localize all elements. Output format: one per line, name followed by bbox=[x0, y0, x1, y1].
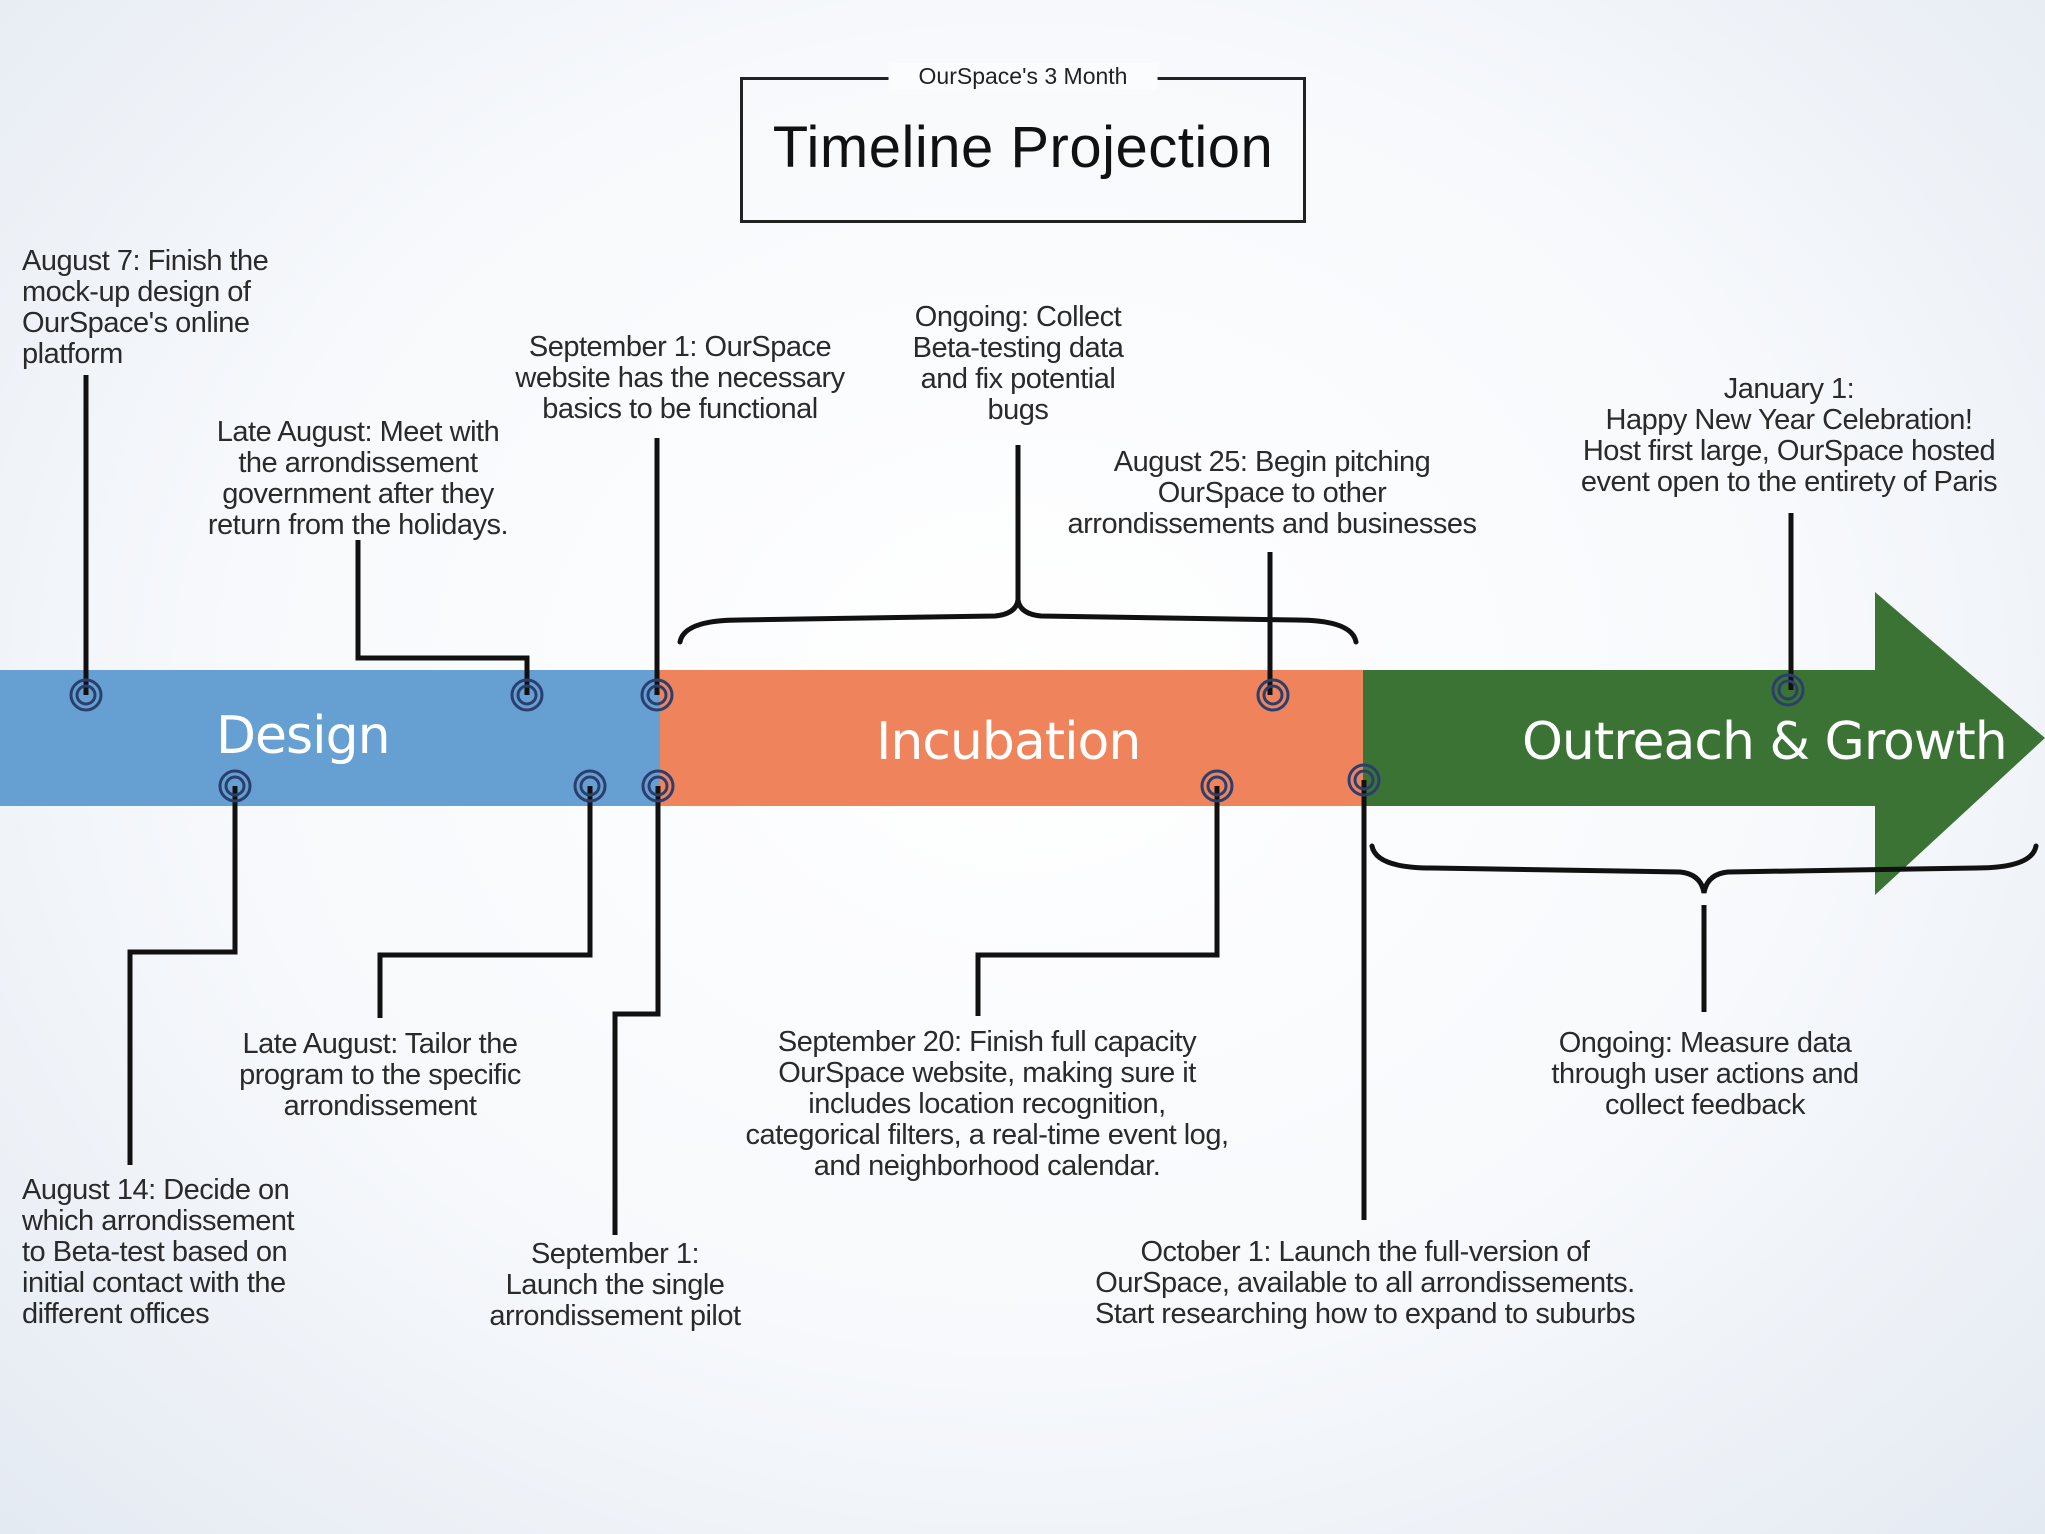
milestone-marker-sep20 bbox=[1200, 769, 1234, 803]
milestone-marker-oct1 bbox=[1347, 763, 1381, 797]
milestone-marker-jan1 bbox=[1771, 673, 1805, 707]
connector-late-aug-meet bbox=[355, 540, 530, 695]
connector-late-aug-tailor bbox=[377, 786, 593, 1018]
outreach-phase-arrow bbox=[1363, 592, 2045, 895]
incubation-brace bbox=[677, 599, 1359, 645]
milestone-marker-sep1-pilot bbox=[641, 769, 675, 803]
milestone-marker-late-aug-meet bbox=[510, 678, 544, 712]
milestone-marker-aug25 bbox=[1256, 678, 1290, 712]
milestone-marker-late-aug-tailor bbox=[573, 769, 607, 803]
milestone-jan1: January 1:Happy New Year Celebration!Hos… bbox=[1580, 373, 1998, 498]
design-phase-bar bbox=[0, 670, 660, 806]
title-box: OurSpace's 3 Month Timeline Projection bbox=[740, 63, 1306, 223]
connector-aug14 bbox=[127, 786, 238, 1165]
incubation-phase-bar bbox=[660, 670, 1363, 806]
milestone-marker-sep1-functional bbox=[640, 678, 674, 712]
milestone-marker-aug14 bbox=[218, 769, 252, 803]
milestone-marker-aug7 bbox=[69, 678, 103, 712]
phase-label-design: Design bbox=[216, 706, 391, 766]
page-title: Timeline Projection bbox=[772, 115, 1274, 180]
connector-sep20 bbox=[975, 786, 1220, 1016]
title-kicker: OurSpace's 3 Month bbox=[888, 63, 1158, 90]
outreach-brace bbox=[1369, 843, 2039, 894]
connector-sep1-pilot bbox=[612, 786, 661, 1235]
phase-label-incubation: Incubation bbox=[876, 712, 1141, 772]
phase-label-outreach: Outreach & Growth bbox=[1522, 712, 2008, 772]
